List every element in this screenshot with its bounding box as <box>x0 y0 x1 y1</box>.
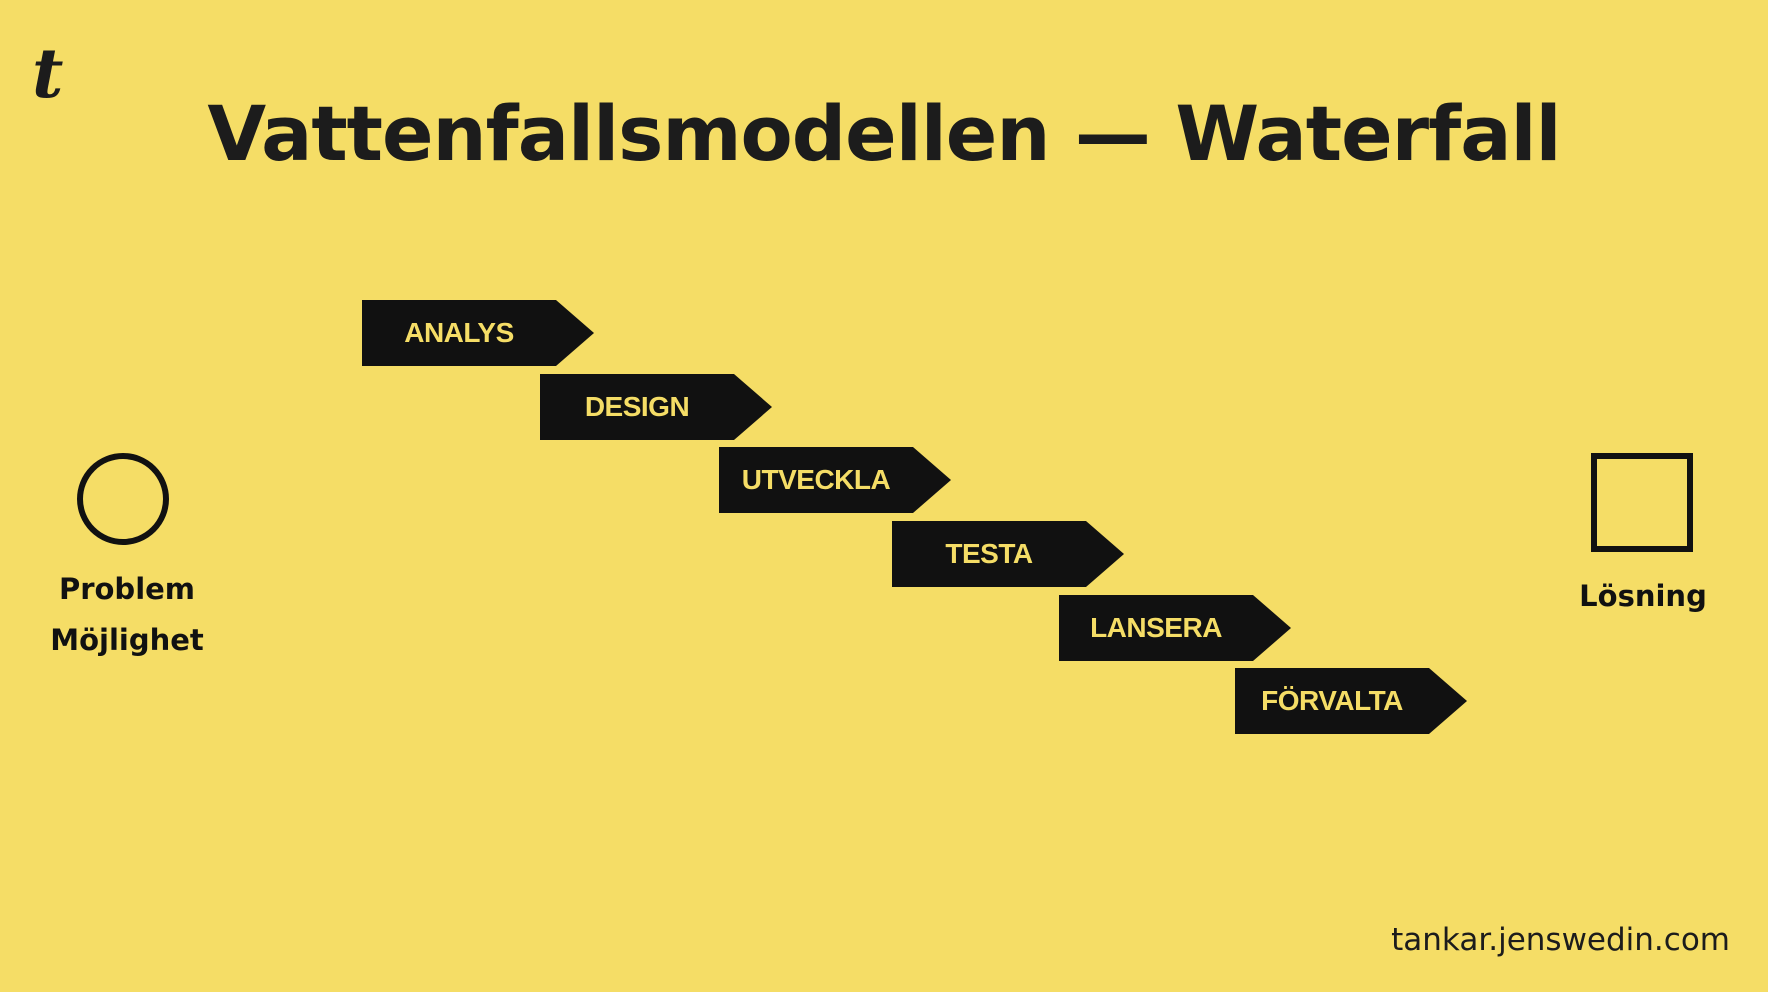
stage-label: TESTA <box>945 538 1033 569</box>
stage-arrow-shape <box>362 300 594 366</box>
footer-url: tankar.jenswedin.com <box>1391 922 1730 958</box>
page-title: Vattenfallsmodellen — Waterfall <box>207 89 1561 178</box>
stage-arrow-shape <box>892 521 1124 587</box>
stage-arrow-shape <box>1235 668 1467 734</box>
brand-logo: t <box>32 34 64 114</box>
stage-utveckla: UTVECKLA <box>719 447 951 513</box>
stage-arrow-shape <box>1059 595 1291 661</box>
end-label: Lösning <box>1579 579 1707 613</box>
stage-label: FÖRVALTA <box>1261 685 1403 716</box>
start-circle-icon <box>77 453 169 545</box>
stage-arrow-shape <box>719 447 951 513</box>
stage-testa: TESTA <box>892 521 1124 587</box>
stage-lansera: LANSERA <box>1059 595 1291 661</box>
stage-forvalta: FÖRVALTA <box>1235 668 1467 734</box>
stage-design: DESIGN <box>540 374 772 440</box>
start-label-line1: Problem <box>58 572 196 606</box>
stage-label: ANALYS <box>404 317 514 348</box>
start-label-line2: Möjlighet <box>50 623 204 657</box>
start-label: Problem Möjlighet <box>27 564 227 666</box>
stage-label: LANSERA <box>1090 612 1222 643</box>
end-square-icon <box>1591 453 1693 552</box>
stage-label: UTVECKLA <box>741 464 891 495</box>
stage-arrow-shape <box>540 374 772 440</box>
stage-label: DESIGN <box>584 391 690 422</box>
stage-analys: ANALYS <box>362 300 594 366</box>
